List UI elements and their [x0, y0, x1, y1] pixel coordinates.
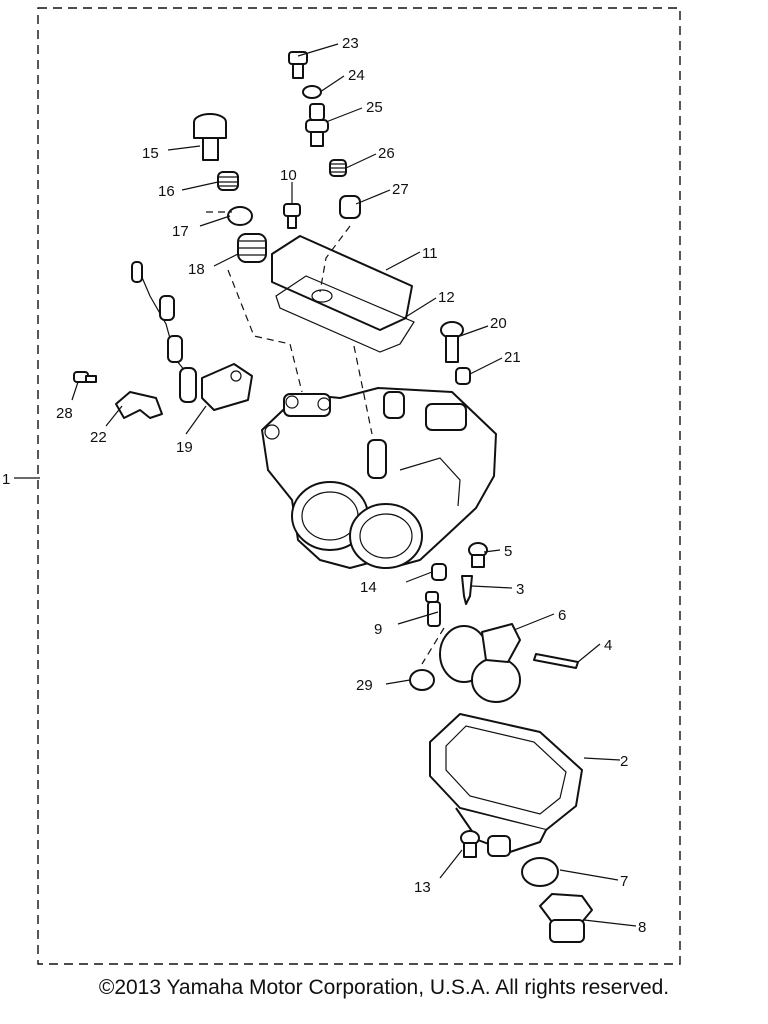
part-21-spring: [455, 367, 471, 385]
alignment-lines: [206, 211, 445, 665]
callout-3: 3: [516, 581, 524, 598]
callout-18: 18: [188, 261, 205, 278]
callout-10: 10: [280, 167, 297, 184]
copyright-notice: ©2013 Yamaha Motor Corporation, U.S.A. A…: [98, 976, 670, 999]
callout-12: 12: [438, 289, 455, 306]
part-5-screw: [468, 542, 488, 568]
part-24-washer: [302, 85, 322, 99]
assembly-boundary: [37, 7, 681, 965]
carburetor-body: [261, 387, 497, 569]
part-12-gasket: [275, 275, 415, 353]
part-15-bolt: [193, 113, 227, 161]
callout-29: 29: [356, 677, 373, 694]
callout-25: 25: [366, 99, 383, 116]
callout-4: 4: [604, 637, 612, 654]
callout-16: 16: [158, 183, 175, 200]
part-9-pilot-jet: [425, 591, 441, 627]
callout-27: 27: [392, 181, 409, 198]
callout-26: 26: [378, 145, 395, 162]
callout-2: 2: [620, 753, 628, 770]
part-17-washer: [227, 206, 253, 226]
callout-13: 13: [414, 879, 431, 896]
callout-22: 22: [90, 429, 107, 446]
part-4-pin: [533, 653, 579, 669]
part-27-cap: [339, 195, 361, 219]
part-14-jet: [431, 563, 447, 581]
part-25-valve: [305, 103, 329, 147]
part-3-needle-jet: [461, 575, 473, 605]
callout-14: 14: [360, 579, 377, 596]
part-20-screw: [440, 321, 464, 363]
callout-23: 23: [342, 35, 359, 52]
callout-6: 6: [558, 607, 566, 624]
callout-19: 19: [176, 439, 193, 456]
callout-labels: 1 2 3 4 5 6 7 8 9 10 11 12 13 14 15 16 1…: [2, 35, 646, 936]
part-16-spring: [217, 171, 239, 191]
part-18-spring: [237, 233, 267, 263]
part-23-screw: [288, 51, 308, 79]
callout-21: 21: [504, 349, 521, 366]
callout-1: 1: [2, 471, 10, 488]
callout-17: 17: [172, 223, 189, 240]
part-29-needle-valve: [409, 669, 435, 691]
leader-lines: [14, 43, 637, 927]
callout-8: 8: [638, 919, 646, 936]
callout-15: 15: [142, 145, 159, 162]
callout-28: 28: [56, 405, 73, 422]
part-13-screw: [460, 830, 480, 858]
part-28-screw: [73, 371, 97, 383]
callout-24: 24: [348, 67, 365, 84]
callout-11: 11: [422, 245, 438, 262]
part-10-screw: [283, 203, 301, 229]
part-19-sensor: [131, 261, 253, 411]
part-11-cover: [271, 235, 413, 331]
part-6-float: [439, 623, 521, 703]
callout-20: 20: [490, 315, 507, 332]
callout-5: 5: [504, 543, 512, 560]
part-8-drain-plug: [539, 893, 593, 943]
part-22-bracket: [115, 391, 163, 419]
part-26-spring: [329, 159, 347, 177]
part-2-float-bowl: [429, 713, 583, 857]
callout-7: 7: [620, 873, 628, 890]
callout-9: 9: [374, 621, 382, 638]
part-7-o-ring: [521, 857, 559, 887]
